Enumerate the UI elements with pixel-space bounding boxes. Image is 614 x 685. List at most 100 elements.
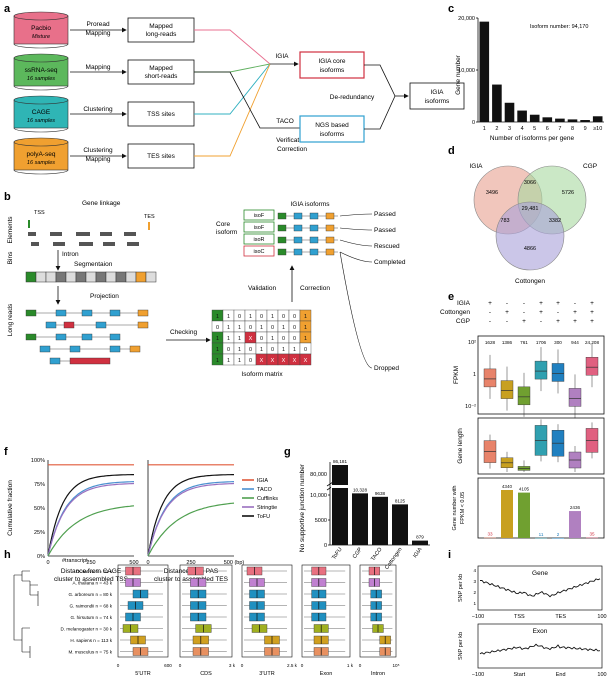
panel-b-bin-12 — [145, 271, 157, 283]
output-box-0 — [127, 17, 195, 43]
venn-region-igia_cgp: 3066 — [524, 180, 536, 186]
panel-b-read-block-2-0 — [25, 333, 37, 341]
panel-b-read-block-3-2 — [109, 345, 121, 353]
panel-h-tick-0-0: 0 — [117, 663, 120, 668]
panel-c-xtick-2: 3 — [508, 126, 511, 132]
matrix-value-0-7: 0 — [293, 314, 296, 320]
matrix-value-3-5: 0 — [271, 347, 274, 353]
panel-e-comparison: IGIACottongenCGP+---+---+++-+-+-+++++FPK… — [440, 300, 605, 539]
panel-b-status-1: Passed — [374, 227, 396, 234]
output-label-1-1: short-reads — [145, 73, 179, 80]
matrix-value-1-7: 0 — [293, 325, 296, 331]
panel-g-break-gap — [331, 485, 349, 488]
panel-e-member-0-1: - — [489, 309, 491, 316]
matrix-value-1-4: 1 — [260, 325, 263, 331]
matrix-value-0-2: 0 — [238, 314, 241, 320]
panel-b-read-block-2-1 — [55, 333, 67, 341]
iso-box-0 — [243, 209, 275, 221]
panel-e-low-label1: Gene number with — [452, 486, 458, 531]
panel-h-species-2: G. arboreum n = 80 k — [68, 592, 112, 597]
panel-e-member-4-0: + — [556, 300, 560, 307]
panel-g-ylabel: No supportive junction number — [299, 463, 306, 552]
panel-b-bin-7 — [95, 271, 107, 283]
panel-g-xtick-3: Cottongen — [384, 547, 403, 571]
panel-b-read-block-4-0 — [49, 357, 61, 365]
panel-b-bin-10 — [125, 271, 137, 283]
panel-h-tick-4-0: 0 — [359, 663, 362, 668]
panel-b-read-block-1-3 — [137, 321, 149, 329]
panel-g-ytick-0: 0 — [324, 543, 327, 549]
input-name-1: ssRNA-seq — [25, 67, 58, 74]
process-label-0-0: Proread — [86, 21, 110, 28]
iso-box-1 — [243, 221, 275, 233]
panel-e-member-4-2: + — [556, 318, 560, 325]
taco-label: TACO — [276, 118, 294, 125]
panel-g-ytick-1: 5000 — [315, 518, 327, 524]
panel-b-element-0-1 — [50, 232, 62, 236]
matrix-value-3-7: 1 — [293, 347, 296, 353]
panel-b-rowlabel-2: Long reads — [7, 303, 14, 336]
panel-e-low-bar-0 — [484, 537, 496, 539]
panel-letter-a: a — [4, 3, 11, 15]
panel-e-member-0-0: + — [488, 300, 492, 307]
panel-b-tes: TES — [144, 214, 155, 220]
panel-e-low-value-5: 2436 — [570, 505, 581, 510]
panel-f-curve-0-1 — [47, 474, 134, 557]
panel-b-element-0-4 — [124, 232, 136, 236]
panel-h-species-7: M. musculus n = 75 k — [68, 650, 112, 655]
panel-i-curve-1 — [479, 643, 601, 655]
panel-b-status-arrow-4 — [339, 251, 373, 369]
panel-b-tss: TSS — [34, 210, 45, 216]
matrix-value-3-0: 1 — [216, 347, 219, 353]
panel-f-xtick-1-2: 500 (bp) — [224, 560, 245, 566]
matrix-value-2-8: 1 — [304, 336, 307, 342]
output-box-2 — [127, 101, 195, 127]
panel-h-species-6: H. sapiens n = 113 k — [70, 638, 112, 643]
matrix-value-4-7: X — [293, 358, 297, 364]
panel-c-xtick-4: 5 — [533, 126, 536, 132]
panel-i-xtick-0-1: TSS — [514, 614, 525, 620]
panel-g-xtick-0: ToFU — [331, 547, 343, 561]
panel-f-legend-label-2: Cufflinks — [257, 496, 278, 502]
matrix-value-1-1: 1 — [227, 325, 230, 331]
panel-e-low-bar-5 — [569, 511, 581, 538]
iso-block-3-2 — [309, 248, 319, 256]
iso-block-3-1 — [293, 248, 303, 256]
matrix-value-0-6: 0 — [282, 314, 285, 320]
panel-f-xtick-0-1: 250 — [86, 560, 95, 566]
matrix-value-2-3: X — [249, 336, 253, 342]
input-cylinder-bottom-3 — [13, 169, 69, 175]
panel-b-element-1-2 — [79, 242, 93, 246]
panel-c-bar-5 — [542, 117, 553, 122]
panel-b-element-1-4 — [127, 242, 139, 246]
input-cylinder-3 — [13, 141, 69, 171]
matrix-value-0-3: 1 — [249, 314, 252, 320]
panel-c-xtick-9: ≥10 — [593, 126, 602, 132]
panel-b-bin-5 — [75, 271, 87, 283]
panel-f-curve-1-4 — [147, 502, 235, 557]
panel-e-low-value-4: 2 — [557, 532, 560, 537]
panel-i-ylabel-1: SNP per kb — [458, 632, 464, 660]
panel-e-fpkm-tick-1: 1 — [473, 372, 476, 378]
panel-c-bar-6 — [555, 118, 565, 122]
panel-e-member-1-1: + — [505, 309, 509, 316]
panel-e-member-6-2: + — [590, 318, 594, 325]
matrix-value-1-8: 1 — [304, 325, 307, 331]
panel-e-member-1-2: - — [506, 318, 508, 325]
matrix-value-4-2: 1 — [238, 358, 241, 364]
iso-block-1-2 — [309, 224, 319, 232]
core-box-line1: IGIA core — [318, 58, 345, 65]
panel-f-ytick-2: 50% — [34, 506, 45, 512]
panel-c-xtick-7: 8 — [571, 126, 574, 132]
panel-b-read-block-1-2 — [95, 321, 107, 329]
derep-link-top — [364, 64, 396, 97]
panel-e-low-value-2: 4105 — [519, 487, 530, 492]
panel-b-status-arrow-1 — [339, 227, 373, 231]
panel-i-xtick-0-3: 100 — [597, 614, 606, 620]
panel-b-element-1-1 — [53, 242, 65, 246]
panel-b-read-block-2-3 — [109, 333, 121, 341]
igia-link-1 — [194, 63, 271, 73]
panel-h-frame-3 — [301, 564, 351, 658]
matrix-value-4-4: X — [260, 358, 264, 364]
input-cylinder-top-0 — [13, 11, 69, 21]
